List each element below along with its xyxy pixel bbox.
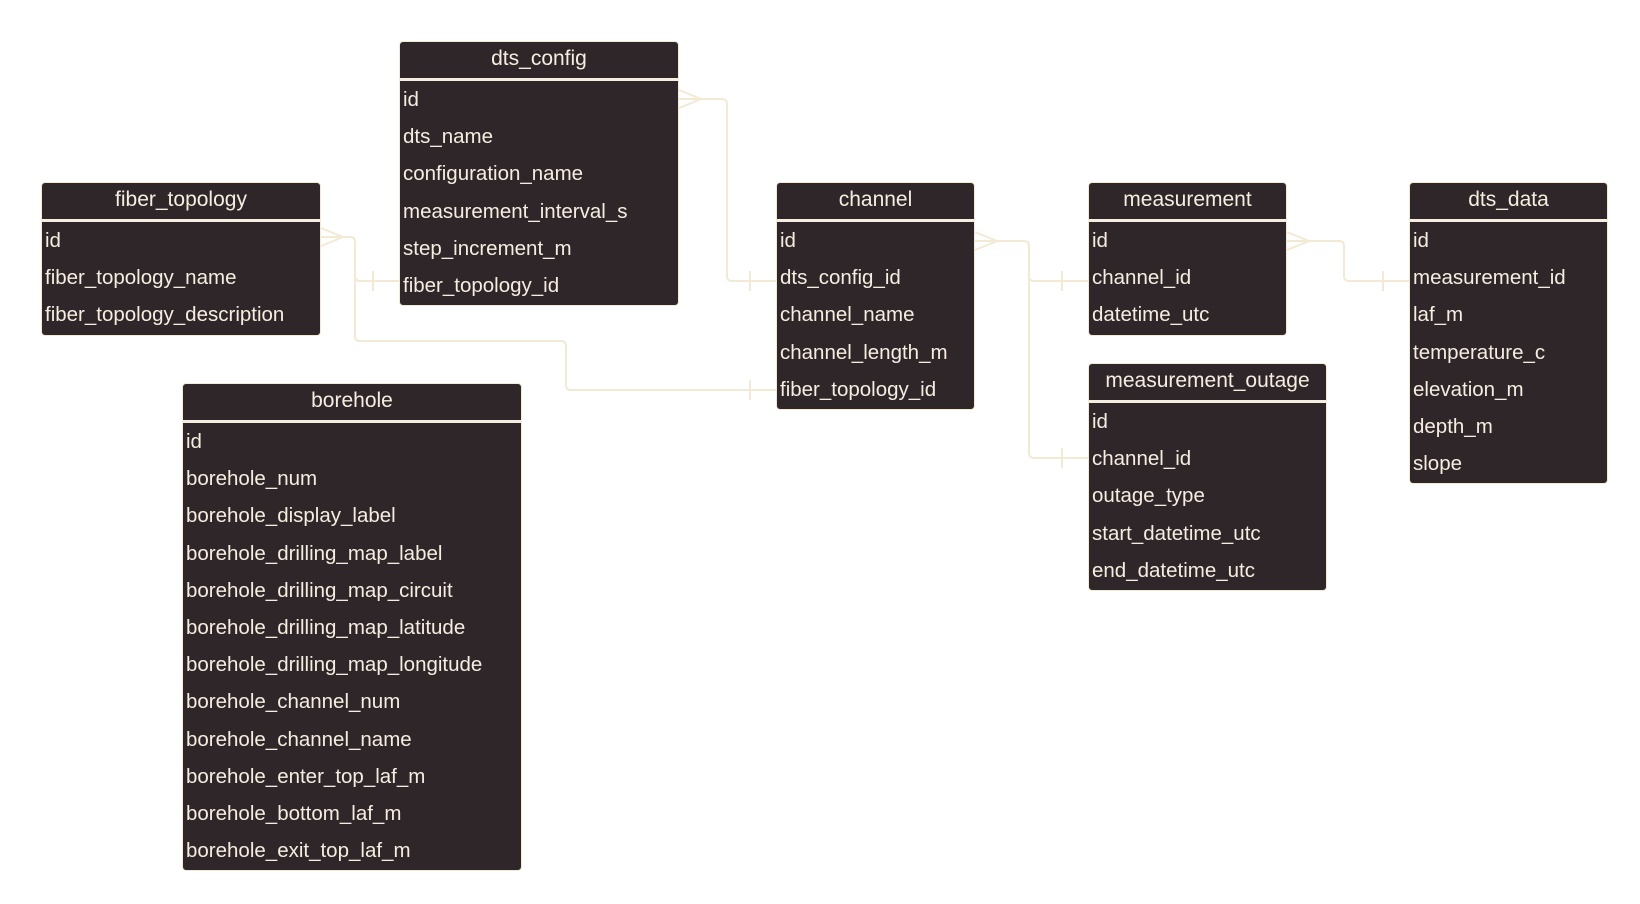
entity-field: outage_type bbox=[1092, 484, 1205, 508]
connector-line bbox=[321, 236, 399, 282]
relationship-measurement-dts-data bbox=[1286, 231, 1409, 291]
entity-field: dts_config_id bbox=[780, 266, 901, 290]
entity-field: borehole_channel_name bbox=[186, 727, 412, 751]
entity-field: borehole_drilling_map_label bbox=[186, 541, 443, 565]
entity-field: measurement_interval_s bbox=[403, 199, 628, 223]
entity-field: slope bbox=[1413, 452, 1463, 476]
entity-field: temperature_c bbox=[1413, 340, 1546, 364]
entity-title: measurement_outage bbox=[1089, 364, 1326, 403]
entity-field: fiber_topology_id bbox=[780, 377, 937, 401]
entity-field: end_datetime_utc bbox=[1092, 558, 1255, 582]
entity-field: channel_id bbox=[1092, 266, 1192, 290]
entity-field: borehole_channel_num bbox=[186, 690, 401, 714]
entity-field: fiber_topology_description bbox=[45, 303, 285, 327]
entity-field: dts_name bbox=[403, 125, 494, 149]
entity-field: id bbox=[1092, 229, 1108, 252]
entity-measurement: measurement id channel_id datetime_utc bbox=[1088, 182, 1287, 336]
entity-field: borehole_drilling_map_circuit bbox=[186, 578, 453, 602]
entity-field: id bbox=[1413, 229, 1429, 252]
entity-field: borehole_num bbox=[186, 467, 318, 491]
entity-field: measurement_id bbox=[1413, 266, 1566, 290]
crows-foot-many-marker bbox=[320, 227, 346, 247]
entity-field: configuration_name bbox=[403, 162, 584, 186]
relationship-dts-config-channel bbox=[678, 89, 776, 291]
entity-field: id bbox=[186, 430, 202, 453]
entity-field-list: id channel_id outage_type start_datetime_ut… bbox=[1089, 403, 1326, 589]
entity-title: dts_data bbox=[1410, 183, 1607, 222]
entity-field-list: id channel_id datetime_utc bbox=[1089, 222, 1286, 334]
entity-title: borehole bbox=[183, 384, 521, 423]
entity-field: channel_name bbox=[780, 303, 915, 327]
entity-title: channel bbox=[777, 183, 974, 222]
crows-foot-many-marker bbox=[1286, 231, 1312, 251]
entity-field-list: id fiber_topology_name fiber_topology_desc… bbox=[42, 222, 320, 334]
connector-line bbox=[679, 98, 776, 282]
entity-field: id bbox=[403, 88, 419, 111]
relationship-channel-measurement bbox=[974, 231, 1088, 291]
entity-field: step_increment_m bbox=[403, 236, 572, 260]
entity-field: borehole_bottom_laf_m bbox=[186, 801, 402, 825]
entity-field: id bbox=[780, 229, 796, 252]
entity-field: borehole_drilling_map_longitude bbox=[186, 653, 483, 677]
crows-foot-many-marker bbox=[974, 231, 1000, 251]
entity-field: channel_id bbox=[1092, 447, 1192, 471]
entity-field: start_datetime_utc bbox=[1092, 521, 1261, 545]
entity-field: fiber_topology_id bbox=[403, 273, 560, 297]
entity-field: channel_length_m bbox=[780, 340, 948, 364]
entity-title: dts_config bbox=[400, 42, 678, 81]
entity-field: laf_m bbox=[1413, 303, 1464, 327]
crows-foot-many-marker bbox=[678, 89, 704, 109]
entity-field: borehole_exit_top_laf_m bbox=[186, 839, 411, 863]
entity-field: borehole_drilling_map_latitude bbox=[186, 615, 466, 639]
entity-field: fiber_topology_name bbox=[45, 266, 237, 290]
entity-field-list: id dts_name configuration_name measurement_… bbox=[400, 81, 678, 304]
entity-field: datetime_utc bbox=[1092, 303, 1210, 327]
entity-field: depth_m bbox=[1413, 414, 1493, 438]
entity-title: measurement bbox=[1089, 183, 1286, 222]
entity-field: elevation_m bbox=[1413, 377, 1524, 401]
connector-line bbox=[975, 240, 1088, 459]
entity-field: borehole_enter_top_laf_m bbox=[186, 764, 426, 788]
entity-title: fiber_topology bbox=[42, 183, 320, 222]
connector-line bbox=[1287, 240, 1409, 282]
entity-borehole: borehole id borehole_num borehole_display_l… bbox=[182, 383, 522, 872]
entity-field-list: id dts_config_id channel_name channel_lengt… bbox=[777, 222, 974, 408]
relationship-fiber-topology-dts-config bbox=[320, 227, 399, 291]
entity-field: id bbox=[45, 229, 61, 252]
entity-field: borehole_display_label bbox=[186, 504, 396, 528]
connector-line bbox=[975, 240, 1088, 282]
relationship-channel-measurement-outage bbox=[975, 240, 1088, 468]
entity-field: id bbox=[1092, 410, 1108, 433]
